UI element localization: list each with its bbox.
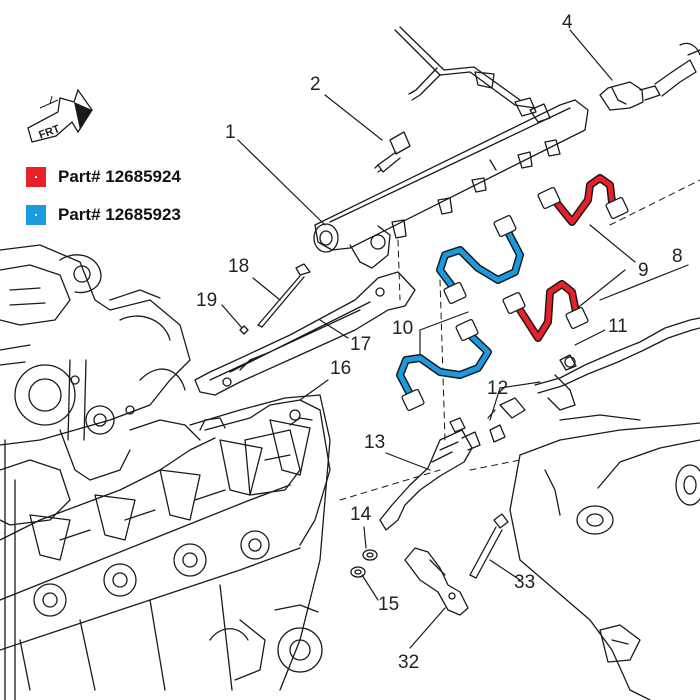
- parts-legend: Part# 12685924 Part# 12685923: [26, 166, 181, 242]
- leader-lines: [221, 29, 689, 649]
- engine-block: [0, 244, 201, 526]
- callout-14: 14: [350, 504, 372, 525]
- red-pipe-upper: [537, 174, 629, 226]
- return-line: [487, 317, 700, 443]
- front-direction-arrow-icon: FRT: [27, 88, 93, 143]
- blue-pipe-lower: [396, 318, 492, 412]
- callout-4: 4: [562, 12, 573, 33]
- seals: [350, 549, 378, 578]
- callout-19: 19: [196, 290, 217, 311]
- callout-12: 12: [487, 378, 508, 399]
- callout-11: 11: [608, 316, 628, 337]
- callout-2: 2: [310, 74, 321, 95]
- callout-numbers: 1 2 4 8 9 10 11 12 13 14 15 16 17 18 19 …: [196, 12, 683, 673]
- highlighted-pipes: [396, 174, 629, 412]
- intake-cover: [509, 414, 700, 700]
- callout-32: 32: [398, 652, 419, 673]
- callout-9: 9: [638, 260, 649, 281]
- blue-pipe-upper: [436, 214, 524, 305]
- callout-1: 1: [225, 122, 236, 143]
- legend-item-blue: Part# 12685923: [26, 204, 181, 226]
- clamp-bolt: [469, 513, 509, 579]
- injector-clamp: [404, 547, 469, 616]
- legend-item-red: Part# 12685924: [26, 166, 181, 188]
- legend-swatch-red: [26, 167, 46, 187]
- fuel-pressure-sensor: [599, 42, 700, 111]
- bracket: [194, 271, 416, 396]
- callout-13: 13: [364, 432, 385, 453]
- small-bolt: [239, 325, 249, 335]
- callout-33: 33: [514, 572, 535, 593]
- legend-swatch-blue: [26, 205, 46, 225]
- cylinder-head: [0, 394, 331, 700]
- callout-10: 10: [392, 318, 413, 339]
- callout-8: 8: [672, 246, 683, 267]
- long-bolt: [257, 263, 311, 328]
- alignment-guides: [339, 179, 700, 501]
- red-pipe-lower: [502, 280, 589, 342]
- callout-17: 17: [350, 334, 371, 355]
- valve-cover-section: [204, 399, 331, 546]
- callout-16: 16: [330, 358, 351, 379]
- legend-label: Part# 12685924: [58, 167, 181, 186]
- rail-bolt: [374, 131, 411, 173]
- fuel-rail: [313, 99, 589, 269]
- callout-15: 15: [378, 594, 399, 615]
- callout-18: 18: [228, 256, 249, 277]
- fuel-feed-pipe: [394, 26, 537, 117]
- legend-label: Part# 12685923: [58, 205, 181, 224]
- fuel-injector: [379, 417, 481, 531]
